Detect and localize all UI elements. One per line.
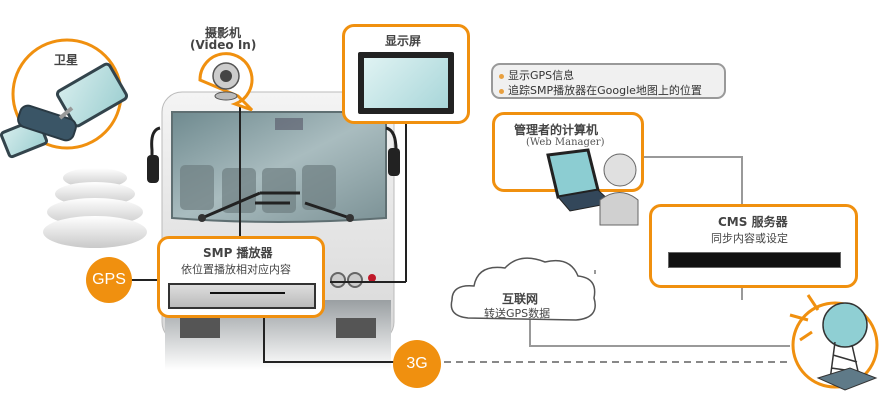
cms-server-box	[649, 204, 858, 288]
laptop-user-icon	[546, 148, 639, 226]
display-label: 显示屏	[385, 34, 422, 48]
rack-server-icon	[668, 252, 841, 268]
cms-server-label: CMS 服务器	[718, 215, 788, 229]
satellite-label: 卫星	[54, 53, 79, 67]
monitor-icon	[358, 52, 454, 114]
internet-sublabel: 转送GPS数据	[484, 307, 551, 320]
signal-waves-icon	[43, 168, 147, 248]
cloud-icon	[450, 257, 596, 321]
cms-server-sublabel: 同步内容或设定	[711, 232, 788, 245]
internet-label: 互联网	[502, 292, 539, 306]
web-manager-sublabel: (Web Manager)	[526, 137, 605, 148]
camera-label: 摄影机	[205, 26, 242, 40]
gps-badge: GPS	[86, 257, 132, 303]
3g-badge: 3G	[393, 340, 441, 388]
smp-player-sublabel: 依位置播放相对应内容	[181, 263, 291, 276]
smp-player-label: SMP 播放器	[203, 246, 273, 260]
info-item: 显示GPS信息	[499, 68, 724, 83]
info-box: 显示GPS信息 追踪SMP播放器在Google地图上的位置	[491, 63, 726, 99]
camera-sublabel: (Video In)	[190, 38, 257, 52]
bullet-icon	[499, 88, 504, 94]
web-manager-label: 管理者的计算机	[514, 123, 599, 137]
webcam-icon	[198, 52, 254, 112]
media-player-icon	[168, 283, 316, 309]
bullet-icon	[499, 73, 504, 79]
info-item: 追踪SMP播放器在Google地图上的位置	[499, 83, 724, 98]
bus-icon	[147, 91, 400, 370]
satellite-icon	[0, 38, 129, 159]
cell-tower-icon	[789, 294, 879, 391]
